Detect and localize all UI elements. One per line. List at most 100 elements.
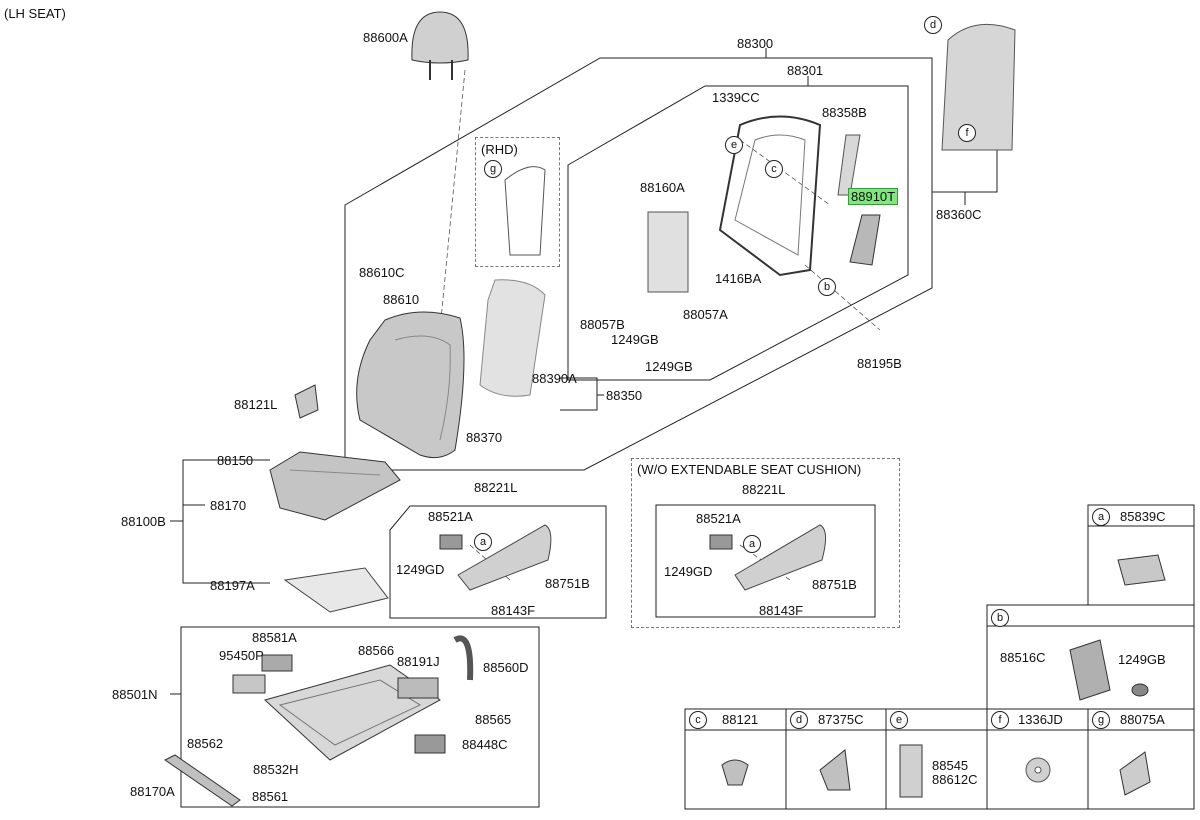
label-88170A: 88170A — [130, 784, 175, 799]
frame-group-outline — [567, 85, 909, 381]
callout-a-woext: a — [743, 535, 761, 553]
cell-e-label-2: 88612C — [932, 772, 978, 787]
label-88150: 88150 — [217, 453, 254, 468]
cell-g-label: 88075A — [1120, 712, 1165, 727]
cell-d-letter: d — [790, 711, 808, 729]
label-88160A: 88160A — [640, 180, 685, 195]
label-88057A: 88057A — [683, 307, 728, 322]
cell-e-letter: e — [890, 711, 908, 729]
back-board-part — [941, 23, 1016, 151]
label-1339CC: 1339CC — [712, 90, 760, 105]
lumbar-part — [647, 211, 689, 293]
label-woext-title: (W/O EXTENDABLE SEAT CUSHION) — [637, 462, 862, 477]
inset-b-label-1: 88516C — [1000, 650, 1046, 665]
cell-c-part — [721, 759, 749, 786]
callout-f: f — [958, 124, 976, 142]
track-part — [232, 635, 474, 761]
label-88610: 88610 — [383, 292, 420, 307]
label-88910T: 88910T — [848, 188, 899, 205]
frame-part — [718, 115, 822, 277]
label-woext-88221L: 88221L — [742, 482, 786, 497]
label-1249GB-a: 1249GB — [611, 332, 659, 347]
label-88121L: 88121L — [234, 397, 278, 412]
cell-c-letter: c — [689, 711, 707, 729]
callout-g: g — [484, 160, 502, 178]
label-1249GB-b: 1249GB — [645, 359, 693, 374]
label-88191J: 88191J — [397, 654, 440, 669]
switch-part — [439, 534, 463, 550]
headrest-part — [411, 11, 469, 80]
callout-d: d — [924, 16, 942, 34]
label-88565: 88565 — [475, 712, 512, 727]
label-88350: 88350 — [606, 388, 643, 403]
label-88751B: 88751B — [545, 576, 590, 591]
callout-c: c — [765, 160, 783, 178]
bracket-part — [837, 134, 861, 196]
label-88600A: 88600A — [363, 30, 408, 45]
label-1249GD: 1249GD — [396, 562, 445, 577]
inset-a-letter: a — [1092, 508, 1110, 526]
inset-b-label-2: 1249GB — [1118, 652, 1166, 667]
cell-g-letter: g — [1092, 711, 1110, 729]
callout-b: b — [818, 278, 836, 296]
label-88560D: 88560D — [483, 660, 529, 675]
label-woext-88521A: 88521A — [696, 511, 741, 526]
label-88370: 88370 — [466, 430, 503, 445]
label-88195B: 88195B — [857, 356, 902, 371]
cell-d-part — [819, 749, 851, 791]
inset-b-letter: b — [991, 609, 1009, 627]
label-88358B: 88358B — [822, 105, 867, 120]
cell-f-label: 1336JD — [1018, 712, 1063, 727]
callout-a: a — [474, 533, 492, 551]
rhd-part — [504, 166, 546, 256]
rhd-box — [475, 137, 560, 267]
label-woext-1249GD: 1249GD — [664, 564, 713, 579]
label-95450P: 95450P — [219, 648, 264, 663]
cell-d-label: 87375C — [818, 712, 864, 727]
trim-part — [164, 754, 241, 807]
label-88581A: 88581A — [252, 630, 297, 645]
label-1416BA: 1416BA — [715, 271, 762, 286]
label-88566: 88566 — [358, 643, 395, 658]
label-88562: 88562 — [187, 736, 224, 751]
shield-part — [457, 524, 552, 591]
cell-f-letter: f — [991, 711, 1009, 729]
back-pad-part — [479, 279, 546, 397]
label-88100B: 88100B — [121, 514, 166, 529]
label-88170: 88170 — [210, 498, 247, 513]
callout-e: e — [725, 136, 743, 154]
label-88390A: 88390A — [532, 371, 577, 386]
cell-e-label-1: 88545 — [932, 758, 969, 773]
label-88360C: 88360C — [936, 207, 982, 222]
label-woext-88143F: 88143F — [759, 603, 804, 618]
label-88521A: 88521A — [428, 509, 473, 524]
label-88301: 88301 — [787, 63, 824, 78]
label-rhd: (RHD) — [481, 142, 518, 157]
mat-part — [283, 567, 389, 613]
label-88561: 88561 — [252, 789, 289, 804]
inset-a-part — [1117, 554, 1166, 586]
label-88501N: 88501N — [112, 687, 158, 702]
label-88448C: 88448C — [462, 737, 508, 752]
cell-g-part — [1119, 751, 1151, 796]
woext-shield-part — [734, 524, 826, 591]
seat-back-cover-part — [356, 311, 465, 459]
cover-88121l-part — [294, 384, 319, 419]
label-88610C: 88610C — [359, 265, 405, 280]
label-88221L: 88221L — [474, 480, 518, 495]
woext-switch-part — [709, 534, 733, 550]
cell-c-label: 88121 — [722, 712, 759, 727]
page-title: (LH SEAT) — [4, 6, 66, 21]
cushion-part — [269, 451, 401, 521]
airbag-part — [849, 214, 881, 266]
label-88143F: 88143F — [491, 603, 536, 618]
label-88300: 88300 — [737, 36, 774, 51]
woext-box — [631, 458, 900, 628]
label-88197A: 88197A — [210, 578, 255, 593]
cell-e-part — [899, 744, 923, 798]
inset-a-part-label: 85839C — [1120, 509, 1166, 524]
label-88532H: 88532H — [253, 762, 299, 777]
label-woext-88751B: 88751B — [812, 577, 857, 592]
label-88057B: 88057B — [580, 317, 625, 332]
